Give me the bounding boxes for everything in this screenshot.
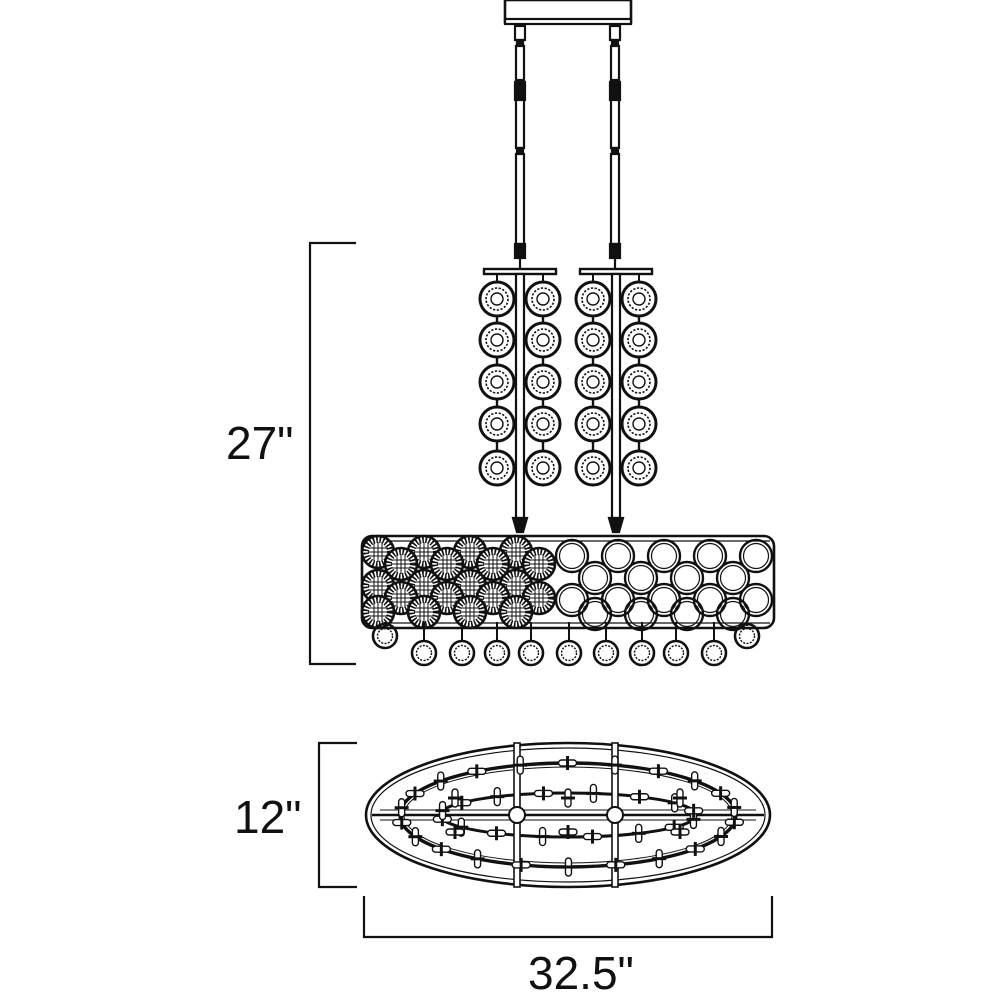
crystal-ring (524, 363, 562, 401)
crystal-ring (524, 280, 562, 318)
top-view-oval (364, 741, 772, 889)
crystal-ring (478, 280, 516, 318)
center-stems (511, 272, 625, 534)
ceiling-canopy (503, 0, 633, 26)
crystal-ring (524, 321, 562, 359)
crystal-ring (524, 405, 562, 443)
depth-dimension-bracket (317, 741, 357, 889)
crystal-ring (574, 321, 612, 359)
crystal-ring (574, 449, 612, 487)
dangling-ring (448, 639, 476, 667)
suspension-rod-left (513, 24, 527, 270)
shade-mesh-disc (500, 596, 532, 628)
crystal-ring (478, 321, 516, 359)
height-dimension-label: 27" (226, 417, 294, 469)
crystal-ring (478, 363, 516, 401)
shade-mesh-disc (454, 596, 486, 628)
dangling-ring (700, 639, 728, 667)
crystal-ring (478, 405, 516, 443)
shade-mesh-discs (362, 536, 555, 628)
dangling-ring (410, 639, 438, 667)
crystal-ring (574, 405, 612, 443)
crystal-ring (574, 363, 612, 401)
dangling-ring (628, 639, 656, 667)
height-dimension-bracket (308, 241, 356, 666)
crystal-ring (620, 363, 658, 401)
crossbars (482, 267, 654, 276)
crystal-ring (620, 321, 658, 359)
hanging-crystal-strands (478, 274, 658, 487)
bottom-dangling-rings (371, 622, 761, 667)
dangling-ring (555, 639, 583, 667)
crystal-ring (524, 449, 562, 487)
dangling-ring (592, 639, 620, 667)
crystal-ring (620, 280, 658, 318)
width-dimension-bracket (362, 896, 774, 939)
crystal-ring (574, 280, 612, 318)
dangling-ring (517, 639, 545, 667)
dangling-ring (483, 639, 511, 667)
crystal-shade (362, 536, 776, 632)
crystal-ring (620, 405, 658, 443)
depth-dimension-label: 12" (234, 791, 302, 843)
crystal-ring (620, 449, 658, 487)
dangling-ring (662, 639, 690, 667)
suspension-rod-right (608, 24, 622, 270)
crystal-ring (478, 449, 516, 487)
width-dimension-label: 32.5" (528, 947, 634, 999)
shade-mesh-disc (362, 596, 394, 628)
